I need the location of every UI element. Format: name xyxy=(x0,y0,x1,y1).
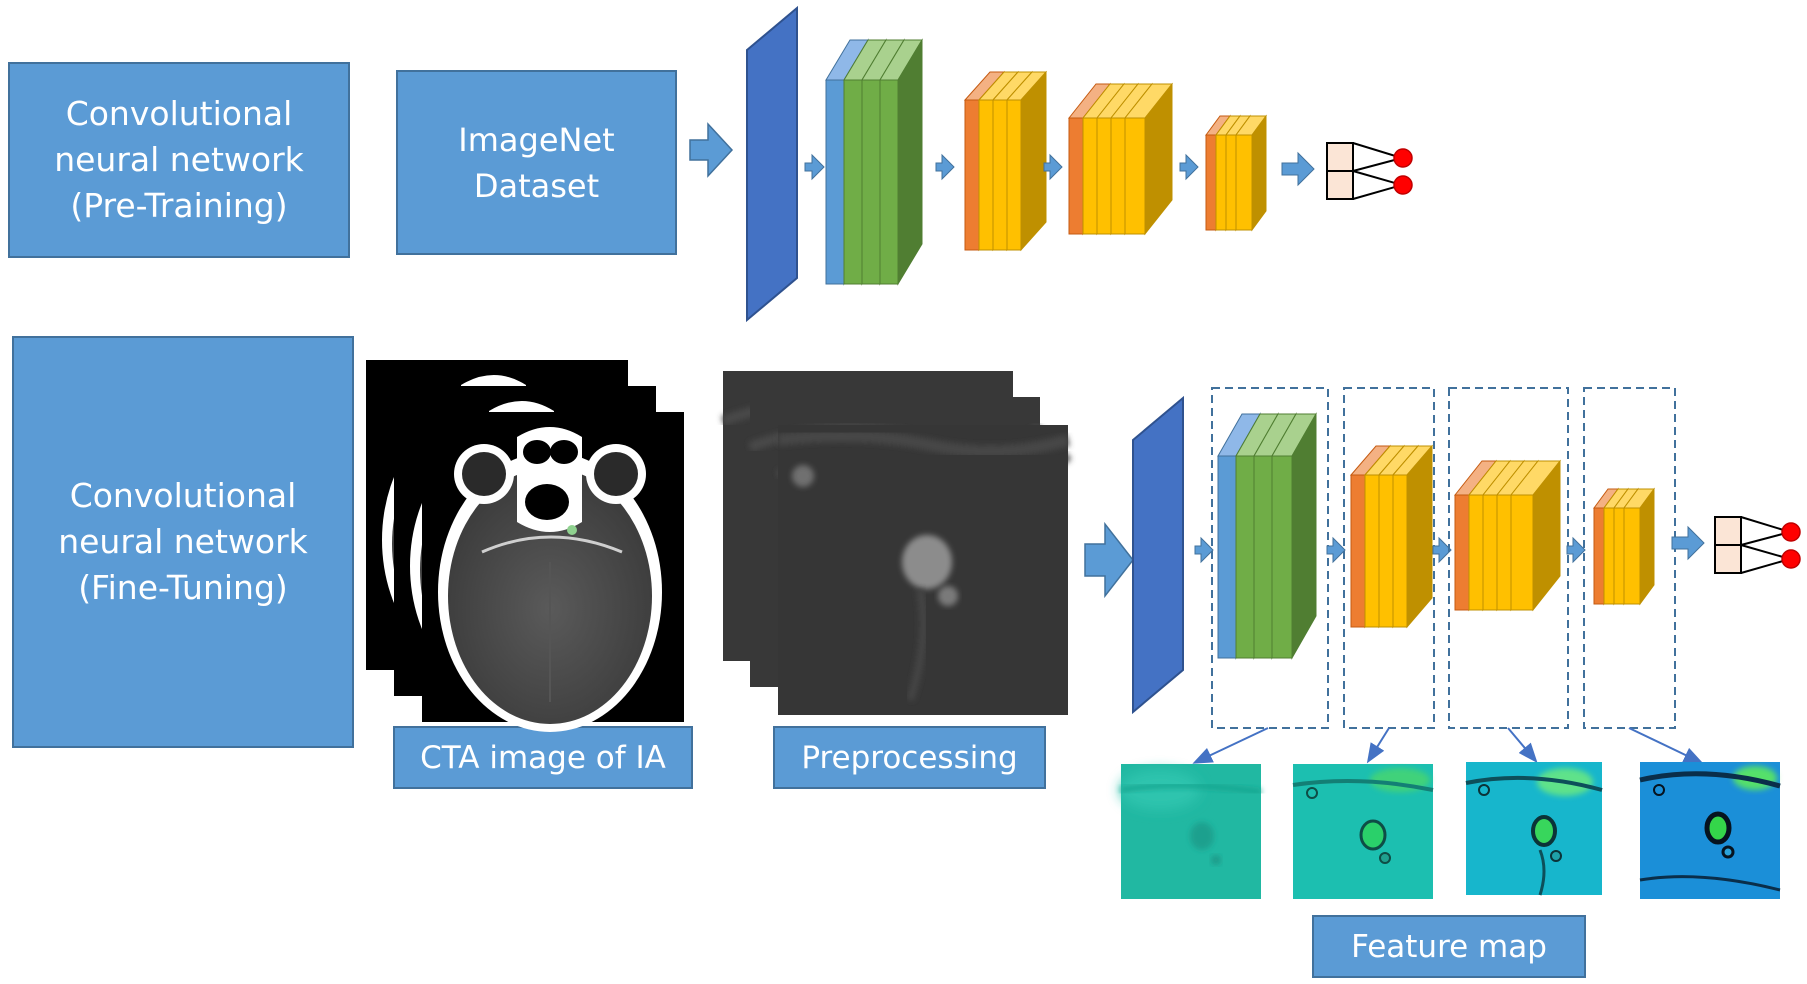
finetuning-line-2: neural network xyxy=(58,522,308,561)
pretraining-line-3: (Pre-Training) xyxy=(70,186,288,225)
arrow-right-icon xyxy=(1432,536,1452,564)
cta-label: CTA image of IA xyxy=(393,726,693,789)
feature-map-label: Feature map xyxy=(1312,915,1586,978)
feature-map-4 xyxy=(1639,762,1781,899)
pool-block-2 xyxy=(1067,82,1174,236)
imagenet-line-2: Dataset xyxy=(473,166,600,205)
pool-block-1 xyxy=(963,70,1048,252)
finetuning-box: Convolutional neural network (Fine-Tunin… xyxy=(12,336,354,748)
fully-connected-icon xyxy=(1326,142,1413,200)
arrow-right-icon xyxy=(1326,536,1346,564)
finetuning-line-3: (Fine-Tuning) xyxy=(78,568,288,607)
preprocessed-image-stack xyxy=(723,371,1068,715)
finetuning-line-1: Convolutional xyxy=(69,476,297,515)
output-node-icon xyxy=(1393,148,1413,168)
layer-group-box xyxy=(1583,387,1676,729)
arrow-right-icon xyxy=(689,122,734,178)
feature-map-2 xyxy=(1292,764,1434,899)
pool-block-6 xyxy=(1593,487,1655,606)
fully-connected-icon xyxy=(1714,516,1801,574)
pretraining-line-1: Convolutional xyxy=(65,94,293,133)
input-layer xyxy=(746,5,798,323)
feature-map-arrows xyxy=(1192,727,1704,764)
imagenet-line-1: ImageNet xyxy=(458,120,615,159)
imagenet-box: ImageNet Dataset xyxy=(396,70,677,255)
arrow-right-icon xyxy=(1194,536,1214,564)
arrow-right-icon xyxy=(1671,525,1705,561)
arrow-right-icon xyxy=(1179,153,1199,181)
output-node-icon xyxy=(1781,522,1801,542)
arrow-right-icon xyxy=(1084,521,1134,599)
arrow-right-icon xyxy=(1566,536,1586,564)
output-node-icon xyxy=(1393,175,1413,195)
pool-block-5 xyxy=(1453,459,1562,612)
arrow-right-icon xyxy=(1281,151,1315,187)
layer-group-box xyxy=(1448,387,1569,729)
feature-map-1 xyxy=(1120,764,1262,899)
pretraining-line-2: neural network xyxy=(54,140,304,179)
feature-map-3 xyxy=(1465,762,1603,896)
output-node-icon xyxy=(1781,549,1801,569)
pool-block-3 xyxy=(1205,114,1267,232)
arrow-right-icon xyxy=(1043,153,1063,181)
conv-block-1 xyxy=(825,38,923,286)
cta-image-stack xyxy=(364,358,686,734)
arrow-right-icon xyxy=(935,153,955,181)
arrow-right-icon xyxy=(804,153,825,181)
preprocessing-label: Preprocessing xyxy=(773,726,1046,789)
layer-group-box xyxy=(1211,387,1329,729)
input-layer xyxy=(1132,395,1184,715)
conv-block-2 xyxy=(1217,412,1317,660)
pretraining-box: Convolutional neural network (Pre-Traini… xyxy=(8,62,350,258)
pool-block-4 xyxy=(1349,444,1434,629)
